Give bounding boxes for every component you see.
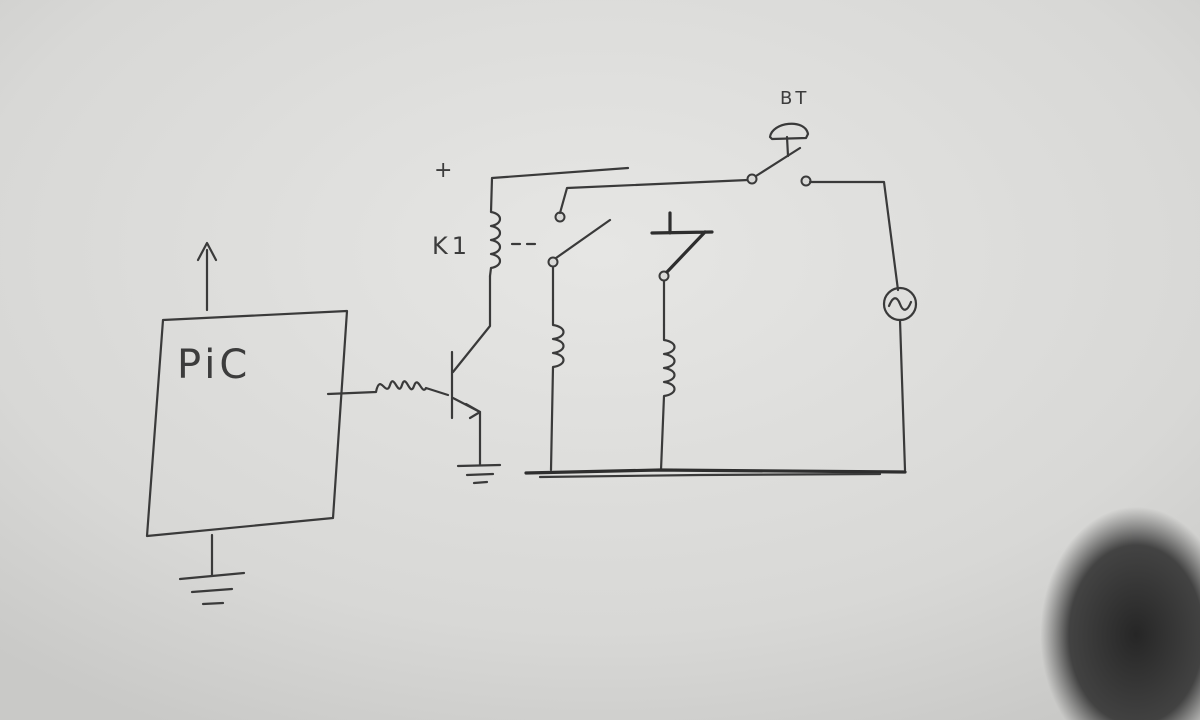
relay-label: K1 xyxy=(432,232,471,260)
hand-shadow xyxy=(1040,506,1200,720)
base-resistor xyxy=(326,380,450,397)
top-wire xyxy=(558,178,750,215)
right-wire-top xyxy=(808,180,900,292)
pic-label: PiC xyxy=(177,342,251,388)
bottom-bus-stroke-2 xyxy=(538,472,882,479)
button-label: BT xyxy=(780,88,809,109)
relay-contact-no xyxy=(547,211,612,302)
push-button-bt xyxy=(746,122,812,187)
winding-left xyxy=(549,298,565,472)
npn-transistor xyxy=(450,274,492,467)
winding-right xyxy=(659,323,676,472)
bottom-bus xyxy=(524,468,907,475)
pic-block: PiC xyxy=(145,241,349,606)
transistor-ground-icon xyxy=(456,463,502,485)
vcc-arrow-icon xyxy=(196,241,218,312)
pic-ground-icon xyxy=(178,533,246,606)
supply-plus-label: + xyxy=(434,158,452,183)
button-cap-icon xyxy=(768,122,810,141)
right-wire-bottom xyxy=(898,318,907,472)
relay-contact-nc xyxy=(650,211,714,327)
relay-coil-k1 xyxy=(488,166,630,278)
